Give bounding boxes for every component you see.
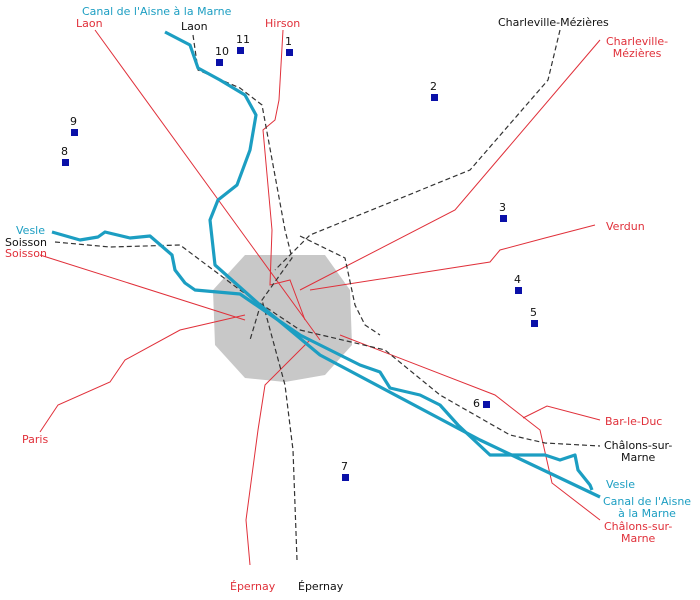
road-chalons (339, 334, 601, 521)
site-marker (62, 159, 69, 166)
label-vesle-right: Vesle (606, 478, 635, 491)
label-line-1: Canal de l'Aisne (603, 495, 692, 508)
site-marker-number: 11 (236, 33, 250, 46)
road-soisson (39, 254, 246, 321)
label-charleville-road: Charleville-Mézières (606, 36, 668, 60)
site-marker (216, 59, 223, 66)
rail-chalons (299, 329, 601, 447)
site-marker (431, 94, 438, 101)
label-chalons-rail: Châlons-sur-Marne (604, 440, 672, 464)
river-vesle (51, 230, 594, 491)
label-bar-le-duc: Bar-le-Duc (605, 415, 663, 428)
label-hirson: Hirson (265, 17, 301, 30)
road-charleville (299, 39, 601, 291)
rail-epernay (261, 299, 298, 561)
rail-charleville (274, 29, 561, 271)
label-line-1: Châlons-sur- (604, 520, 673, 533)
site-marker-number: 4 (514, 273, 521, 286)
label-canal-top: Canal de l'Aisne à la Marne (82, 5, 232, 18)
road-bar-le-duc (522, 405, 601, 421)
site-marker-number: 2 (430, 80, 437, 93)
label-chalons-road: Châlons-sur-Marne (604, 521, 672, 545)
site-marker-number: 8 (61, 145, 68, 158)
label-line-2: Mézières (612, 47, 662, 60)
site-marker-number: 6 (473, 397, 480, 410)
road-paris (39, 314, 246, 433)
site-marker (342, 474, 349, 481)
site-marker-number: 1 (285, 35, 292, 48)
site-marker (237, 47, 244, 54)
site-marker-number: 3 (499, 201, 506, 214)
label-laon-rail: Laon (181, 20, 208, 33)
site-marker-number: 7 (341, 460, 348, 473)
road-laon (94, 29, 321, 341)
site-marker-number: 9 (70, 115, 77, 128)
road-verdun (309, 224, 596, 291)
road-hirson (262, 29, 306, 321)
label-line-2: Marne (621, 451, 656, 464)
label-charleville-rail: Charleville-Mézières (498, 16, 609, 29)
site-marker (500, 215, 507, 222)
label-epernay-road: Épernay (230, 580, 276, 593)
label-soisson-road: Soisson (5, 247, 47, 260)
site-marker-number: 10 (215, 45, 229, 58)
site-marker (286, 49, 293, 56)
site-marker (71, 129, 78, 136)
label-soisson-rail: Soisson (5, 236, 47, 249)
label-paris: Paris (22, 433, 49, 446)
road-epernay (245, 339, 311, 566)
site-marker (531, 320, 538, 327)
label-vesle-left: Vesle (16, 224, 45, 237)
site-marker (515, 287, 522, 294)
label-epernay-rail: Épernay (298, 580, 344, 593)
rail-loop (299, 235, 381, 336)
label-verdun: Verdun (606, 220, 645, 233)
canal-aisne-marne (164, 30, 601, 499)
label-line-2: à la Marne (618, 507, 676, 520)
site-marker-number: 5 (530, 306, 537, 319)
label-line-1: Charleville- (606, 35, 669, 48)
site-marker (483, 401, 490, 408)
label-line-2: Marne (621, 532, 656, 545)
label-line-1: Châlons-sur- (604, 439, 673, 452)
label-laon-road: Laon (76, 17, 103, 30)
